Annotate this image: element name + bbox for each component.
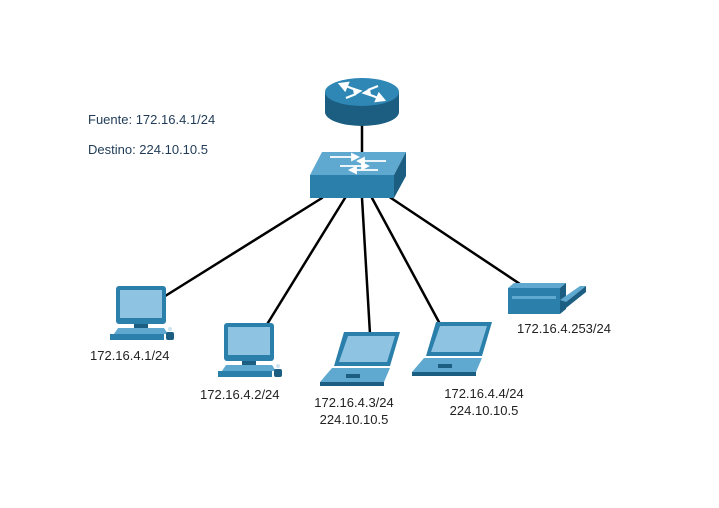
link-switch-pc1	[160, 196, 324, 300]
pc2-ip: 172.16.4.2/24	[200, 387, 280, 402]
laptop2-ip-label: 172.16.4.4/24 224.10.10.5	[438, 385, 530, 419]
pc-icon-1[interactable]	[110, 286, 174, 340]
link-switch-server	[383, 192, 522, 286]
server-ip: 172.16.4.253/24	[517, 321, 611, 336]
server-ip-label: 172.16.4.253/24	[517, 320, 611, 337]
server-icon[interactable]	[508, 283, 586, 314]
pc-icon-2[interactable]	[218, 323, 282, 377]
pc1-ip: 172.16.4.1/24	[90, 348, 170, 363]
router-icon[interactable]	[325, 78, 399, 126]
source-info: Fuente: 172.16.4.1/24	[88, 112, 216, 127]
laptop2-group: 224.10.10.5	[449, 403, 519, 418]
laptop1-ip-label: 172.16.4.3/24 224.10.10.5	[309, 394, 399, 428]
link-switch-laptop2	[370, 196, 442, 326]
laptop1-ip: 172.16.4.3/24	[314, 395, 394, 410]
pc1-ip-label: 172.16.4.1/24	[90, 347, 170, 364]
pc2-ip-label: 172.16.4.2/24	[200, 386, 280, 403]
switch-icon[interactable]	[310, 152, 406, 198]
links	[160, 122, 522, 336]
destination-info: Destino: 224.10.10.5	[88, 142, 208, 157]
laptop2-ip: 172.16.4.4/24	[444, 386, 524, 401]
link-switch-laptop1	[360, 196, 372, 336]
link-switch-pc2	[264, 196, 347, 328]
laptop1-group: 224.10.10.5	[319, 412, 389, 427]
laptop-icon-1[interactable]	[320, 332, 400, 386]
laptop-icon-2[interactable]	[412, 322, 492, 376]
